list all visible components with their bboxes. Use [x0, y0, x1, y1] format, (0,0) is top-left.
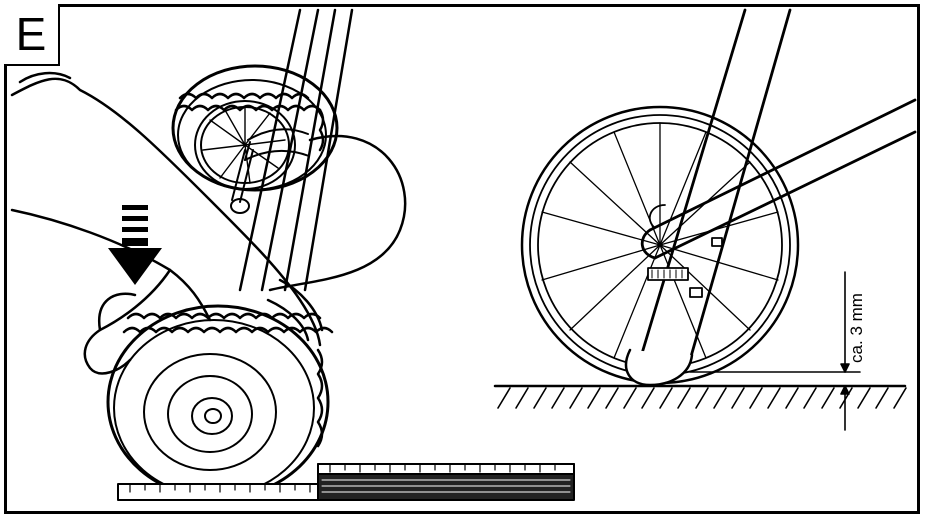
panel-label: E	[15, 8, 47, 60]
right-fork-leg	[624, 8, 792, 387]
brake-mount	[647, 204, 723, 298]
brake-cable	[268, 134, 407, 292]
hand	[10, 71, 324, 375]
measuring-rulers	[117, 463, 575, 501]
right-frame-tube	[640, 98, 917, 260]
panel-label-box: E	[4, 4, 60, 66]
ground-line	[493, 384, 907, 409]
fork-clamp	[244, 128, 310, 161]
spoked-wheel	[520, 105, 800, 385]
push-down-arrow-icon	[108, 205, 162, 285]
gap-measurement-label: ca. 3 mm	[846, 293, 866, 363]
gap-dimension	[689, 271, 861, 431]
rear-axle-bolt	[230, 149, 254, 214]
rear-small-wheel	[171, 64, 339, 192]
left-fork-tubes	[238, 8, 354, 292]
front-tread-wheel	[106, 304, 334, 500]
